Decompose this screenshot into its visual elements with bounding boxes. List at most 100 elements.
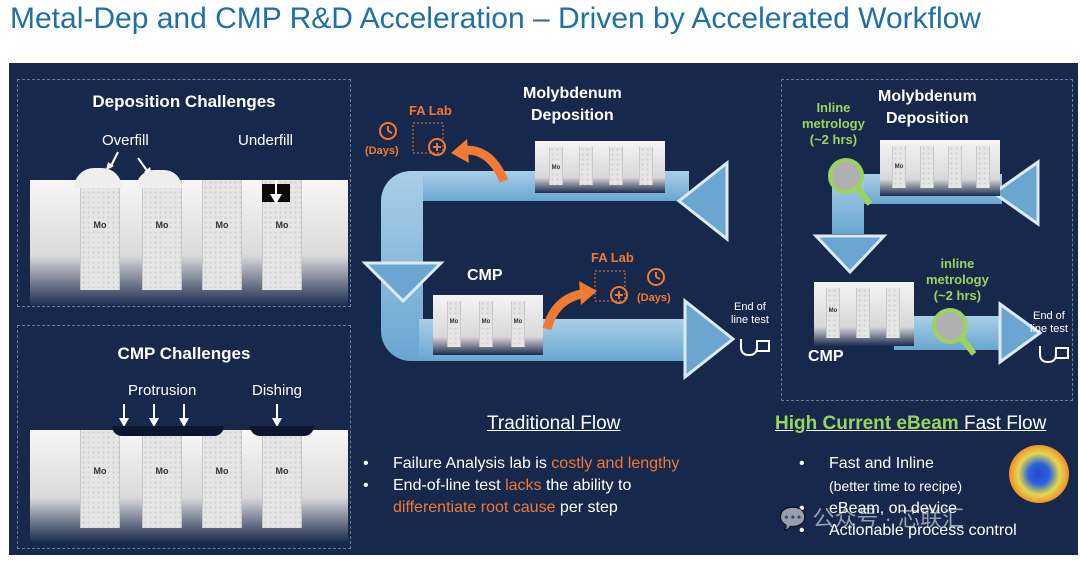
trad-cmp-label: CMP (467, 267, 503, 284)
deposition-challenges-box: Deposition Challenges Overfill Underfill… (17, 79, 351, 307)
mo-label: Mo (894, 164, 904, 170)
trench: Mo (202, 180, 242, 290)
mo-label: Mo (215, 220, 229, 230)
bullet-highlight: differentiate root cause (393, 499, 556, 516)
watermark-text: 公众号 · 芯联汇 (812, 506, 965, 531)
bullet-text: Failure Analysis lab is (393, 455, 552, 472)
magnifier-icon (828, 158, 873, 206)
trench: Mo (142, 180, 182, 290)
trad-end-test-label: End of line test (731, 301, 769, 326)
arrowhead-left-icon (991, 159, 1040, 227)
fast-dep-wafer: Mo (880, 140, 1000, 196)
trench (579, 147, 593, 185)
mo-label: Mo (275, 220, 289, 230)
bullet-text: per step (555, 499, 618, 516)
trench (948, 146, 962, 188)
inline-metrology-bottom-label: inline metrology (~2 hrs) (926, 256, 989, 303)
fast-bullet-3: Actionable process control (799, 520, 1069, 542)
arrowhead-down-icon (361, 261, 445, 304)
mo-label: Mo (275, 466, 289, 476)
trench (886, 288, 900, 338)
fast-flow-box: Molybdenum Deposition Mo Inline metrolog… (781, 79, 1073, 401)
trench (976, 146, 990, 188)
watermark: 💬 公众号 · 芯联汇 (779, 501, 964, 533)
trad-dep-wafer: Mo (535, 141, 665, 193)
trench: Mo (142, 430, 182, 528)
underfill-label: Underfill (238, 132, 294, 149)
inline-metrology-top-label: Inline metrology (~2 hrs) (802, 100, 865, 147)
mo-label: Mo (155, 220, 169, 230)
mo-label: Mo (93, 466, 107, 476)
mo-label: Mo (513, 319, 523, 325)
trench: Mo (447, 301, 461, 347)
cmp-wafer: Mo Mo Mo Mo (30, 430, 348, 542)
curved-arrow-top-icon (451, 139, 509, 183)
fast-flow-heading-rest: Fast Flow (963, 413, 1047, 434)
fa-lab-bottom-label: FA Lab (591, 250, 634, 265)
arrowhead-right-icon (998, 301, 1043, 365)
content-panel: Deposition Challenges Overfill Underfill… (9, 63, 1078, 555)
fast-flow-heading: High Current eBeam Fast Flow (775, 413, 1046, 435)
fa-lab-grid-icon (412, 122, 446, 156)
trad-dep-label: Molybdenum Deposition (523, 85, 622, 124)
arrowhead-left-icon (676, 159, 729, 243)
curved-arrow-bottom-icon (542, 281, 597, 331)
bullet-text: End-of-line test (393, 477, 506, 494)
cmp-challenges-title: CMP Challenges (117, 344, 251, 363)
trench (609, 147, 623, 185)
fa-lab-grid-icon (594, 270, 628, 304)
fast-bullet-2: eBeam, on device (799, 498, 1069, 520)
dishing-label: Dishing (252, 382, 303, 399)
mo-label: Mo (481, 319, 491, 325)
protrusion-arrows-icon (119, 404, 189, 427)
trench: Mo (826, 288, 840, 338)
fast-dep-label: Molybdenum Deposition (878, 88, 977, 127)
overfill-label: Overfill (102, 132, 149, 149)
mo-label: Mo (551, 165, 561, 171)
traditional-flow-heading: Traditional Flow (487, 413, 621, 434)
overfill-bump (136, 170, 182, 188)
fast-cmp-label: CMP (808, 348, 844, 365)
arrowhead-right-icon (683, 297, 736, 381)
fa-lab-top-label: FA Lab (409, 103, 452, 118)
trench: Mo (80, 180, 120, 290)
trench: Mo (549, 147, 563, 185)
ebeam-heatmap-image (1009, 445, 1069, 503)
wechat-icon: 💬 (779, 506, 807, 531)
fast-bullet-1: Fast and Inline(better time to recipe) (799, 453, 1069, 498)
deposition-wafer: Mo Mo Mo Mo (30, 180, 348, 306)
deposition-challenges-title: Deposition Challenges (92, 92, 276, 111)
fast-flow-heading-highlight: High Current eBeam (775, 413, 959, 434)
bullet-text: the ability to (541, 477, 632, 494)
bullet-text: eBeam, on device (829, 500, 958, 517)
trench (856, 288, 870, 338)
protrusion-ridge (112, 426, 224, 436)
fast-end-test-label: End of line test (1030, 310, 1068, 335)
overfill-bump (74, 168, 122, 188)
fast-bullets: Fast and Inline(better time to recipe) e… (799, 453, 1069, 542)
probe-icon (740, 339, 770, 357)
bullet-highlight: costly and lengthy (551, 455, 680, 472)
bullet-highlight: lacks (505, 477, 542, 494)
cmp-challenges-box: CMP Challenges Protrusion Dishing Mo Mo … (17, 325, 351, 549)
mo-label: Mo (93, 220, 107, 230)
days-top-label: (Days) (365, 145, 399, 157)
protrusion-label: Protrusion (128, 382, 197, 399)
clock-icon (647, 268, 665, 286)
days-bottom-label: (Days) (637, 292, 671, 304)
arrowhead-down-icon (812, 234, 888, 275)
traditional-bullets: Failure Analysis lab is costly and lengt… (363, 453, 763, 519)
bullet-subtext: (better time to recipe) (829, 478, 963, 494)
traditional-bullet-2: End-of-line test lacks the ability to dif… (363, 475, 763, 519)
trench: Mo (202, 430, 242, 528)
underfill-arrow-icon (270, 180, 282, 204)
trench (639, 147, 653, 185)
mo-label: Mo (215, 466, 229, 476)
trench (920, 146, 934, 188)
dishing-ridge (250, 426, 314, 436)
clock-icon (379, 122, 397, 140)
trench: Mo (262, 430, 302, 528)
dishing-arrow-icon (272, 404, 282, 427)
trad-cmp-wafer: Mo Mo Mo (433, 295, 543, 355)
bullet-text: Actionable process control (829, 522, 1017, 539)
